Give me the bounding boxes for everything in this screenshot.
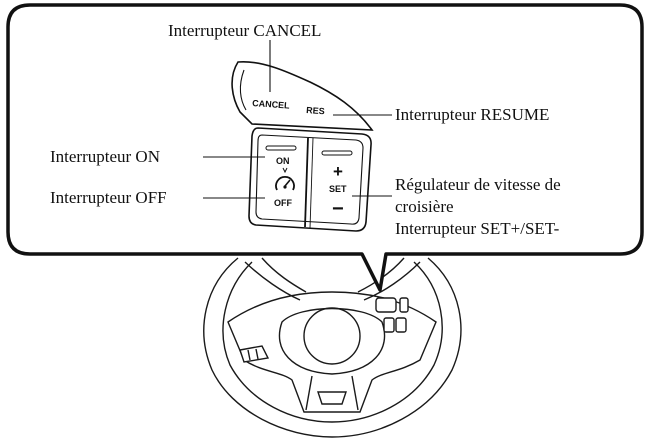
set-label: SET — [329, 184, 347, 194]
label-set-switch: Interrupteur SET+/SET- — [395, 219, 560, 238]
set-plus-button[interactable]: + — [333, 162, 343, 181]
label-cancel-switch: Interrupteur CANCEL — [168, 21, 321, 40]
cancel-res-switch-pad — [231, 61, 374, 131]
label-off-switch: Interrupteur OFF — [50, 188, 167, 207]
label-resume-switch: Interrupteur RESUME — [395, 105, 549, 124]
set-minus-button[interactable]: − — [332, 198, 344, 220]
steering-wheel — [203, 257, 462, 438]
leader-lines — [203, 40, 392, 199]
label-cruise-control-line2: croisière — [395, 197, 454, 216]
on-off-set-switch-pad — [248, 127, 372, 232]
off-button[interactable]: OFF — [274, 198, 292, 208]
cancel-button[interactable]: CANCEL — [252, 98, 291, 111]
cruise-control-icon — [275, 167, 295, 191]
res-button[interactable]: RES — [306, 105, 325, 116]
label-on-switch: Interrupteur ON — [50, 147, 160, 166]
on-button[interactable]: ON — [276, 156, 290, 166]
label-cruise-control-line1: Régulateur de vitesse de — [395, 175, 561, 194]
